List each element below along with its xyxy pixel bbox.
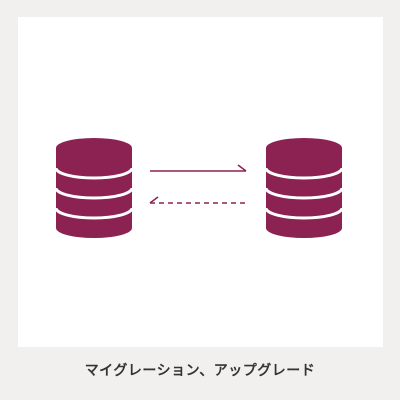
illustration-card xyxy=(18,17,383,347)
arrow-right-solid-icon xyxy=(150,164,247,172)
target-database-icon xyxy=(264,136,344,240)
arrow-left-dashed-icon xyxy=(149,196,248,204)
caption-text: マイグレーション、アップグレード xyxy=(84,363,316,379)
source-database-icon xyxy=(54,136,134,240)
migration-diagram xyxy=(54,136,344,240)
